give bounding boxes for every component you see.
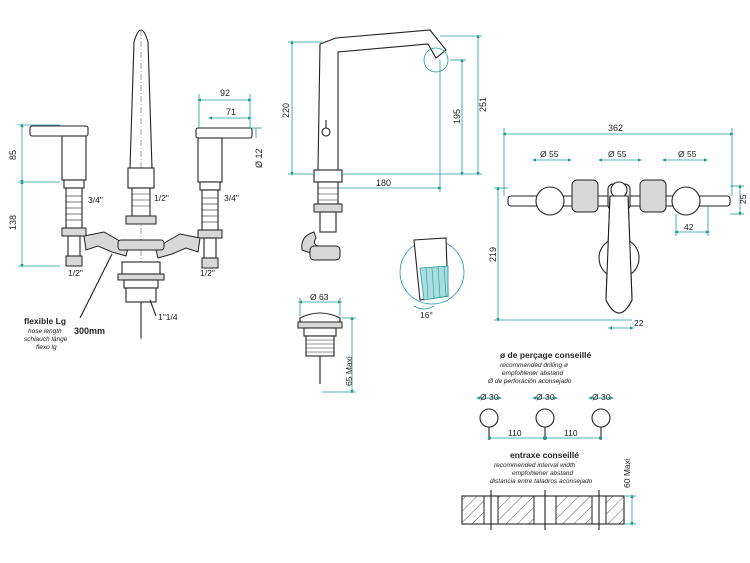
waste-dim-63-label: Ø 63 <box>310 292 329 302</box>
interval-line-1: recommended interval width <box>494 462 576 469</box>
top-right-connector <box>639 179 667 213</box>
dim-251-label: 251 <box>478 97 488 112</box>
side-spout <box>317 29 447 171</box>
angle-hatch <box>419 265 449 301</box>
top-dim-362-label: 362 <box>608 123 623 133</box>
left-handle-lever <box>29 125 89 137</box>
top-dim-55-right: Ø 55 <box>678 149 697 159</box>
spacing-label-a: 110 <box>508 428 522 438</box>
top-left-connector <box>571 179 599 213</box>
drilling-section: ø de perçage conseillé recommended drill… <box>476 350 614 440</box>
left-valve-nut <box>61 227 87 237</box>
interval-line-2: empfohlener abstand <box>512 470 573 477</box>
hole-c <box>591 408 611 428</box>
thread-12-bottom-left: 1/2" <box>68 268 83 278</box>
hose-callout: flexible Lg hose length schlauch länge f… <box>24 316 105 351</box>
interval-slab <box>461 495 625 525</box>
left-hose-connector <box>83 231 129 257</box>
dim-180-label: 180 <box>376 178 391 188</box>
thread-12-bottom-right: 1/2" <box>200 268 215 278</box>
top-dim-42-label: 42 <box>684 222 694 232</box>
hole-a <box>479 408 499 428</box>
left-handle-nut <box>63 179 85 189</box>
interval-line-3: distancia entre taladros aconsejado <box>490 478 593 485</box>
hole-b <box>535 408 555 428</box>
left-handle-body <box>61 135 87 181</box>
thread-34-left: 3/4" <box>88 195 103 205</box>
hose-line-1: hose length <box>28 328 62 335</box>
angle-16-label: 16° <box>420 310 433 320</box>
dim-85-label: 85 <box>8 150 18 160</box>
right-handle-body <box>197 137 223 183</box>
hose-length: 300mm <box>74 326 105 336</box>
dim-71-label: 71 <box>226 107 236 117</box>
waste-body <box>121 261 161 275</box>
dim-138-label: 138 <box>8 215 18 230</box>
hose-line-2: schlauch länge <box>24 336 68 343</box>
drilling-line-3: Ø de perforación aconsejado <box>487 378 572 385</box>
dim-92-label: 92 <box>220 88 230 98</box>
drilling-line-2: empfohlener abstand <box>502 370 563 377</box>
top-dim-219-label: 219 <box>488 247 498 262</box>
hose-title: flexible Lg <box>24 316 66 326</box>
top-dim-55-center: Ø 55 <box>608 149 627 159</box>
hose-line-3: flexo lg <box>36 344 57 351</box>
top-view: 362 Ø 55 Ø 55 Ø 55 25 42 219 22 <box>488 123 748 330</box>
right-handle-lever <box>195 127 253 139</box>
drilling-line-1: recommended drilling ø <box>500 362 568 369</box>
thread-12-center: 1/2" <box>154 193 169 203</box>
top-dim-22-label: 22 <box>634 318 644 328</box>
hole-label-a: Ø 30 <box>480 392 499 402</box>
hole-label-c: Ø 30 <box>592 392 611 402</box>
side-view: 220 251 195 180 <box>281 29 488 320</box>
dim-220-label: 220 <box>281 103 291 118</box>
spout-base <box>127 167 155 189</box>
interval-section: entraxe conseillé recommended interval w… <box>461 450 636 530</box>
hole-label-b: Ø 30 <box>536 392 555 402</box>
interval-title: entraxe conseillé <box>510 450 579 460</box>
dim-195-label: 195 <box>452 109 462 124</box>
dim-12-label: Ø 12 <box>254 148 264 168</box>
thread-34-right: 3/4" <box>224 193 239 203</box>
waste-dim-65-label: 65 Maxi <box>344 356 354 386</box>
interval-dim-60-label: 60 Maxi <box>622 458 632 488</box>
waste-view: Ø 63 65 Maxi <box>297 292 356 394</box>
waste-cap <box>299 312 341 323</box>
right-hose-connector <box>155 233 201 259</box>
top-dim-55-left: Ø 55 <box>540 149 559 159</box>
drilling-title: ø de perçage conseillé <box>500 350 591 360</box>
thread-114-label: 1"1/4 <box>158 312 178 322</box>
top-dim-25-label: 25 <box>738 194 748 204</box>
spacing-label-b: 110 <box>564 428 578 438</box>
front-view: 85 138 <box>8 29 264 340</box>
